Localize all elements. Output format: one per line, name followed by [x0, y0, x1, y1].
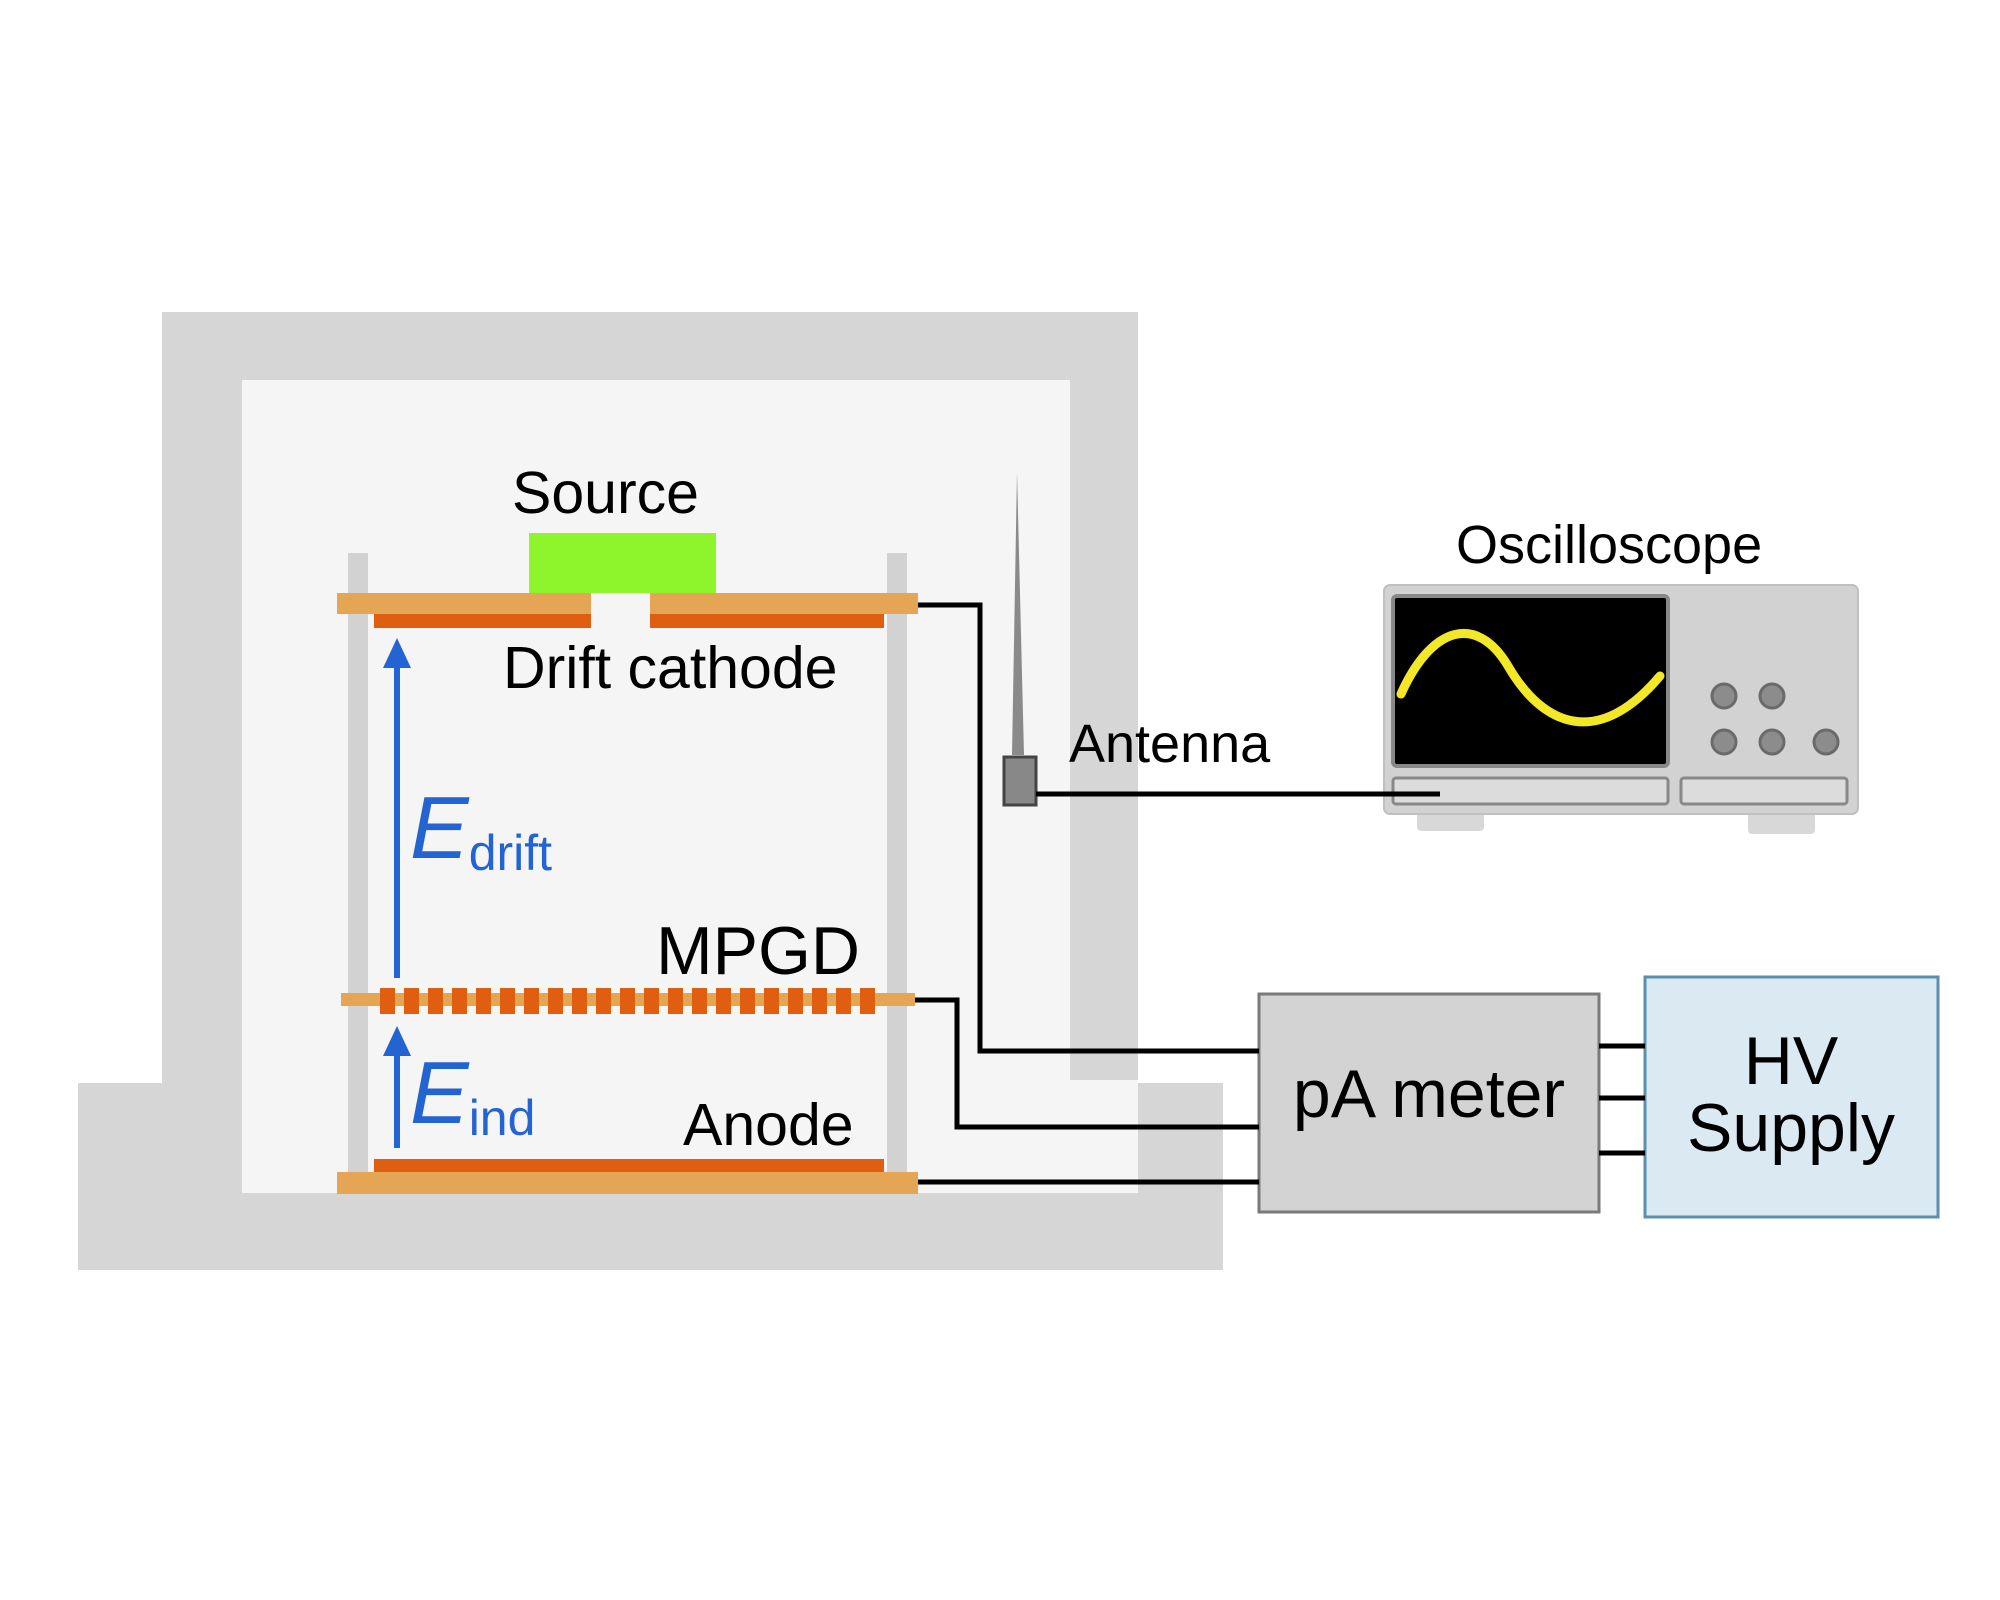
mpgd-mesh-segment [500, 988, 515, 1014]
radioactive-source [529, 533, 716, 593]
oscilloscope-panel-right [1679, 776, 1849, 806]
mpgd-mesh-segment [860, 988, 875, 1014]
hv-supply-box [1643, 975, 1940, 1219]
knob-icon [1758, 728, 1786, 756]
knob-icon [1812, 728, 1840, 756]
mpgd-mesh-segment [476, 988, 491, 1014]
mpgd-mesh-segment [812, 988, 827, 1014]
mpgd-mesh-segment [644, 988, 659, 1014]
cables [915, 602, 1645, 1185]
mpgd-mesh-segment [620, 988, 635, 1014]
mpgd-mesh-segment [452, 988, 467, 1014]
oscilloscope-label: Oscilloscope [1456, 515, 1762, 575]
anode-electrode [374, 1159, 884, 1173]
drift-field-arrow [383, 638, 411, 978]
knob-icon [1710, 728, 1738, 756]
pa-meter-label: pA meter [1293, 1056, 1565, 1132]
chamber-interior [242, 380, 1070, 1193]
pa-meter-box [1257, 992, 1601, 1214]
knob-icon [1758, 682, 1786, 710]
drift-cathode-electrode-right [650, 614, 884, 628]
oscilloscope-screen [1391, 594, 1670, 768]
mpgd-mesh-segment [596, 988, 611, 1014]
hv-supply-label-line1: HV [1744, 1023, 1839, 1099]
mpgd-mesh-segment [764, 988, 779, 1014]
oscilloscope [1383, 584, 1859, 834]
chamber-right-stub [1070, 545, 1138, 1085]
mpgd [341, 988, 915, 1014]
chamber-right-stub [1070, 1080, 1138, 1193]
cable-mpgd [915, 997, 1259, 1130]
mpgd-mesh-segment [428, 988, 443, 1014]
mpgd-mesh-segment [788, 988, 803, 1014]
knob-icon [1710, 682, 1738, 710]
mpgd-mesh-segment [740, 988, 755, 1014]
antenna-base [1002, 755, 1038, 807]
support-post-right [887, 553, 907, 1193]
antenna-label: Antenna [1069, 714, 1271, 774]
antenna [1002, 472, 1038, 807]
drift-cathode-electrode-left [374, 614, 591, 628]
drift-cathode [337, 593, 918, 628]
mpgd-mesh-segment [716, 988, 731, 1014]
anode [337, 1159, 918, 1194]
induction-field-arrow [383, 1026, 411, 1148]
hv-supply-label-line2: Supply [1687, 1090, 1895, 1166]
mpgd-mesh [380, 988, 875, 1014]
drift-cathode-frame-left [337, 593, 591, 614]
drift-field-label: Edrift [410, 778, 552, 881]
mpgd-mesh-segment [380, 988, 395, 1014]
anode-label: Anode [683, 1092, 854, 1158]
mpgd-mesh-segment [572, 988, 587, 1014]
drift-cathode-label: Drift cathode [503, 635, 838, 701]
oscilloscope-panel-left [1391, 776, 1670, 806]
mpgd-mesh-segment [692, 988, 707, 1014]
mpgd-mesh-segment [668, 988, 683, 1014]
mpgd-mesh-segment [404, 988, 419, 1014]
mpgd-mesh-segment [548, 988, 563, 1014]
oscilloscope-waveform [1396, 628, 1665, 727]
cable-drift-cathode [918, 602, 1259, 1054]
oscilloscope-knobs [1710, 682, 1840, 756]
induction-field-label: Eind [410, 1043, 535, 1146]
source-label: Source [512, 460, 699, 526]
mpgd-mesh-segment [524, 988, 539, 1014]
antenna-rod [1012, 472, 1024, 755]
mpgd-mesh-segment [836, 988, 851, 1014]
anode-frame [337, 1172, 918, 1194]
support-post-left [348, 553, 368, 1193]
mpgd-label: MPGD [656, 913, 860, 989]
drift-cathode-frame-right [650, 593, 918, 614]
